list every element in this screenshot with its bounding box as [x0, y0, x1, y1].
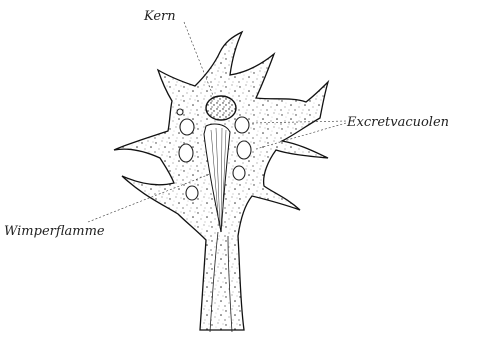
- vacuole: [179, 144, 193, 162]
- vacuole: [180, 119, 194, 135]
- vacuole: [233, 166, 245, 180]
- vacuole: [237, 141, 251, 159]
- vacuole: [177, 109, 183, 115]
- label-excretvacuolen: Excretvacuolen: [346, 115, 449, 130]
- vacuole: [235, 117, 249, 133]
- label-kern: Kern: [143, 9, 176, 24]
- vacuole: [186, 186, 198, 200]
- nucleus: [206, 96, 236, 120]
- label-wimperflamme: Wimperflamme: [4, 224, 105, 239]
